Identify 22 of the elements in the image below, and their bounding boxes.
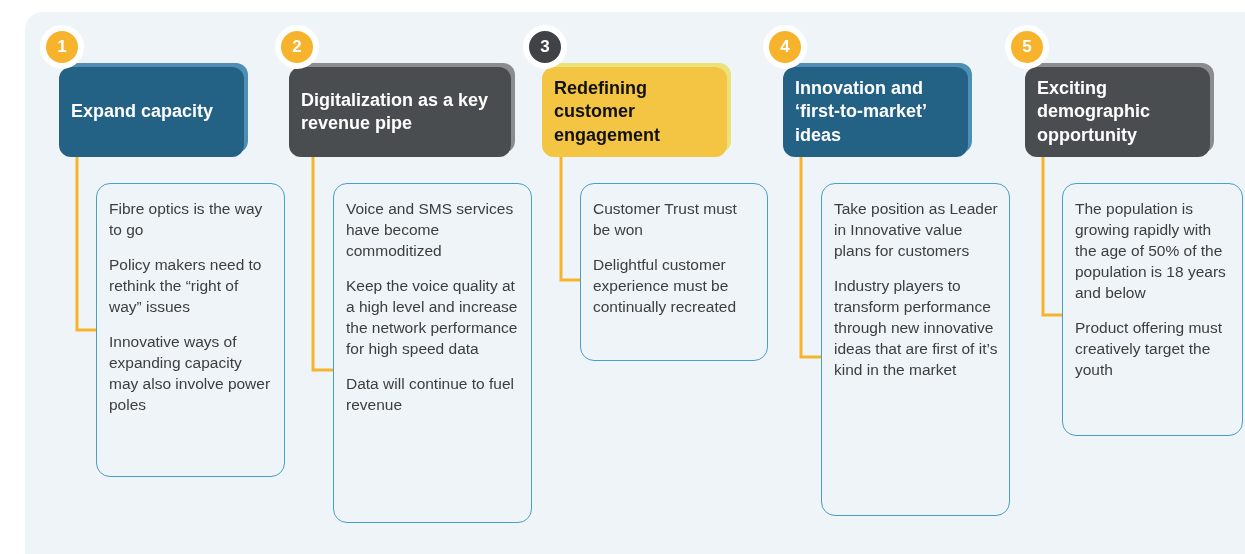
detail-card [580,183,768,361]
detail-text: Delightful customer experience must be continually recreated [593,255,738,317]
detail-card [96,183,285,477]
detail-text: Take position as Leader in Innovative value plans for customers [834,199,999,261]
detail-text: The population is growing rapidly with the age of 50% of the population is 18 years and below [1075,199,1227,303]
connector-line [311,157,333,372]
connector-line [799,157,821,359]
detail-text: Data will continue to fuel revenue [346,374,515,415]
detail-text: Industry players to transform performance through new innovative ideas that are first of it’s kind in the market [834,276,999,380]
detail-text: Voice and SMS services have become commoditized [346,199,515,261]
detail-text: Policy makers need to rethink the “right of way” issues [109,255,263,317]
detail-text: Fibre optics is the way to go [109,199,264,240]
detail-text: Product offering must creatively target the youth [1075,318,1224,380]
connector-line [559,157,580,282]
detail-text: Keep the voice quality at a high level and increase the network performance for high speed data [346,276,519,359]
detail-text: Customer Trust must be won [593,199,738,240]
connector-line [1041,157,1062,317]
connector-line [75,157,96,332]
detail-card [821,183,1010,516]
detail-text: Innovative ways of expanding capacity may also involve power poles [109,332,272,415]
detail-card [1062,183,1243,436]
detail-card [333,183,532,523]
